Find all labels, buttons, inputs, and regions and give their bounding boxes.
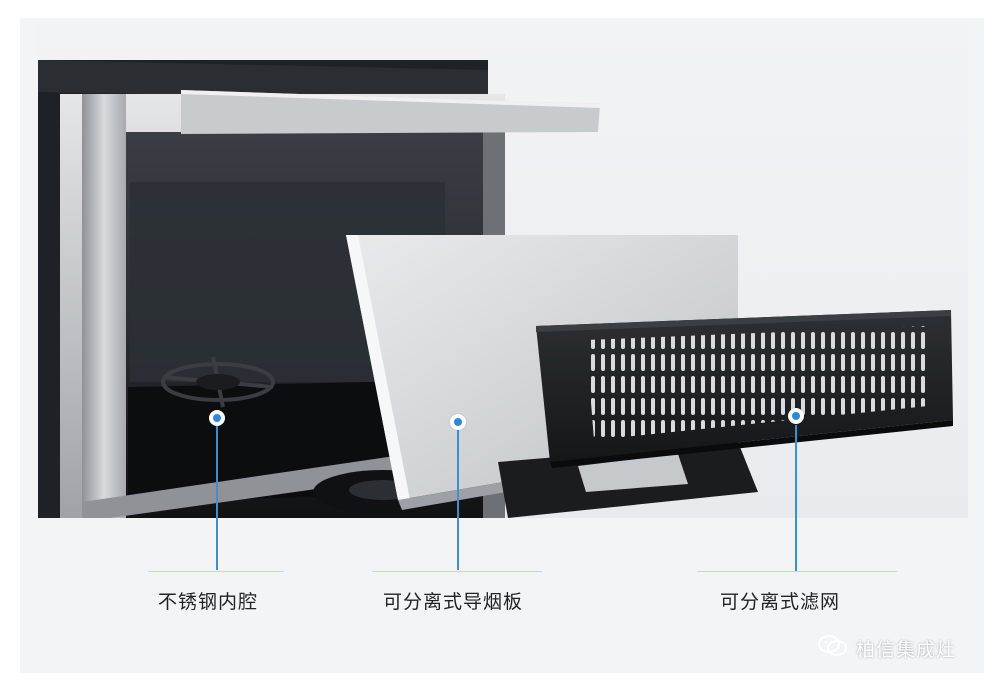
appliance-illustration bbox=[38, 60, 953, 518]
cavity-marker bbox=[209, 410, 225, 426]
watermark: 柏信集成灶 bbox=[818, 634, 956, 662]
filter-label: 可分离式滤网 bbox=[720, 591, 841, 613]
smoke-plate-marker bbox=[450, 414, 466, 430]
smoke-plate-label: 可分离式导烟板 bbox=[383, 591, 524, 613]
watermark-text: 柏信集成灶 bbox=[856, 638, 957, 661]
smoke-plate-divider bbox=[372, 571, 542, 572]
filter-divider bbox=[697, 571, 897, 572]
product-photo bbox=[38, 22, 968, 518]
smoke-plate-callout-line bbox=[457, 424, 459, 570]
cavity-label: 不锈钢内腔 bbox=[158, 591, 259, 613]
wechat-icon bbox=[818, 634, 848, 662]
cavity-callout-line bbox=[216, 420, 218, 570]
filter-callout-line bbox=[795, 425, 797, 571]
cavity-divider bbox=[148, 571, 284, 572]
filter-marker bbox=[788, 408, 804, 424]
